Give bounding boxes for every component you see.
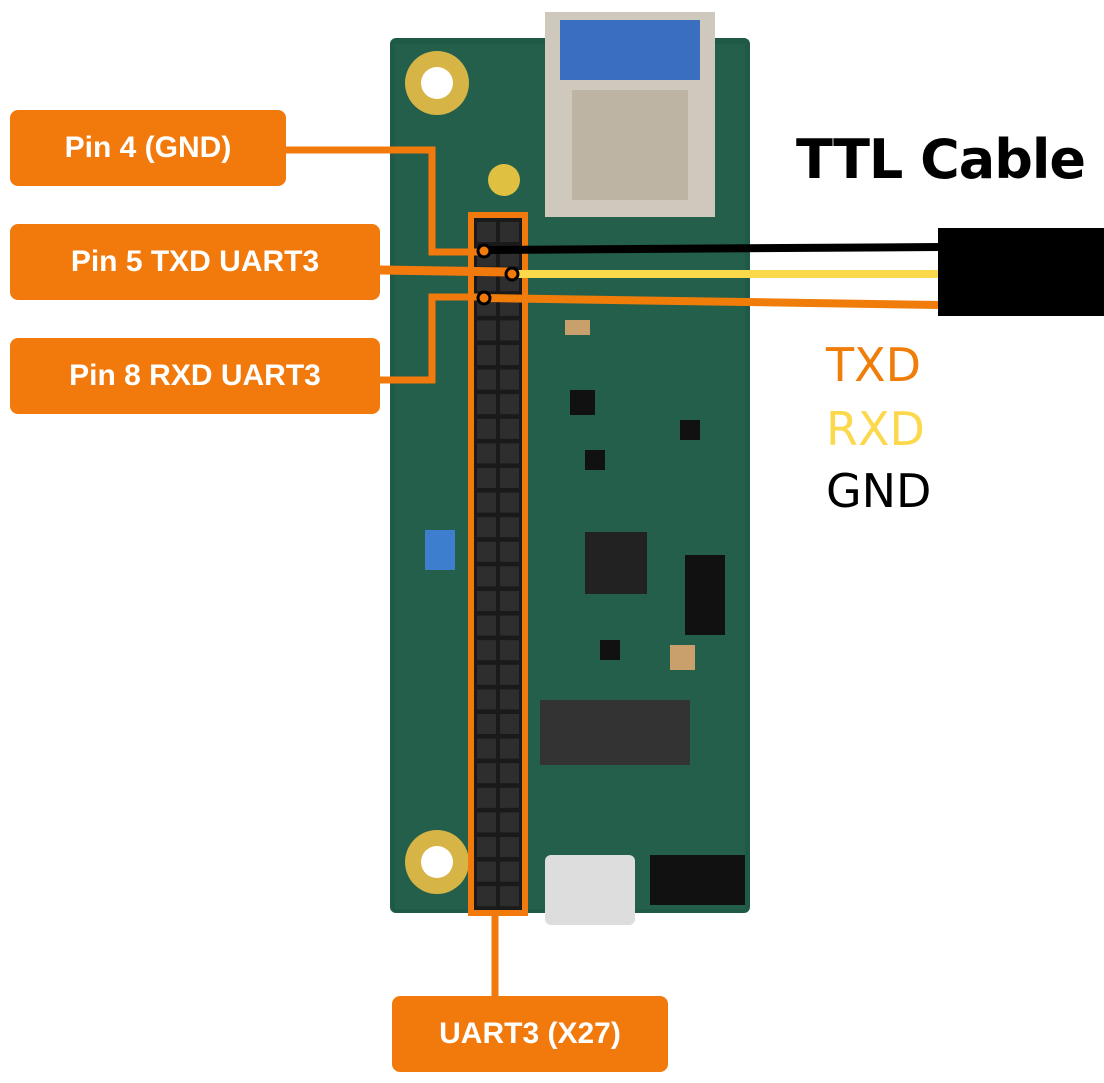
header-pin: [500, 468, 519, 488]
header-pin: [477, 541, 496, 562]
header-pin: [500, 689, 519, 710]
ttl-cable-connector: [938, 228, 1104, 316]
header-pin: [500, 664, 519, 685]
header-pin: [477, 566, 496, 587]
gnd-wire: [483, 243, 941, 254]
usb-a-port: [545, 12, 715, 217]
header-pin: [477, 517, 496, 538]
header-pin: [477, 418, 496, 439]
header-pin: [500, 714, 519, 734]
header-pin: [477, 640, 496, 661]
pin8-label: Pin 8 RXD UART3: [10, 338, 380, 414]
header-pin: [500, 812, 519, 833]
header-pin: [500, 369, 519, 390]
header-pin: [477, 861, 496, 882]
legend-rxd: RXD: [826, 402, 925, 456]
header-pin: [500, 566, 519, 587]
header-pin: [500, 886, 519, 907]
pin8-leader: [380, 293, 484, 384]
header-pin: [500, 492, 519, 513]
header-pin: [500, 787, 519, 808]
header-pin: [500, 517, 519, 538]
legend-txd: TXD: [826, 338, 922, 392]
header-pin: [477, 812, 496, 833]
header-pin: [477, 345, 496, 365]
header-pin: [477, 615, 496, 636]
pin8-dot: [476, 290, 492, 306]
header-pin: [500, 738, 519, 759]
header-pin: [477, 714, 496, 734]
header-pin: [500, 541, 519, 562]
pin-header-x27: [474, 218, 522, 910]
header-pin: [477, 468, 496, 488]
header-pin: [500, 394, 519, 415]
header-pin: [477, 591, 496, 611]
pin5-leader: [379, 265, 513, 277]
pin4-label: Pin 4 (GND): [10, 110, 286, 186]
header-pin: [500, 837, 519, 857]
header-pin: [500, 418, 519, 439]
txd-wire: [483, 294, 941, 309]
header-pin: [477, 738, 496, 759]
header-pin: [477, 369, 496, 390]
pin5-dot: [504, 266, 520, 282]
header-pin: [500, 443, 519, 464]
legend-gnd: GND: [826, 464, 932, 518]
header-pin: [477, 837, 496, 857]
header-pin: [477, 886, 496, 907]
header-pin: [477, 394, 496, 415]
pcb-board: [390, 12, 750, 925]
header-pin: [500, 345, 519, 365]
pin4-leader: [286, 146, 484, 256]
header-pin: [477, 492, 496, 513]
pin4-dot: [476, 243, 492, 259]
pin5-label: Pin 5 TXD UART3: [10, 224, 380, 300]
header-pin: [477, 787, 496, 808]
header-pin: [477, 689, 496, 710]
header-pin: [500, 763, 519, 784]
header-pin: [500, 320, 519, 341]
header-pin: [477, 320, 496, 341]
header-pin: [500, 615, 519, 636]
header-pin: [477, 271, 496, 292]
header-pin: [500, 591, 519, 611]
header-pin: [477, 443, 496, 464]
header-pin: [477, 222, 496, 242]
header-pin: [477, 763, 496, 784]
header-pin: [500, 861, 519, 882]
ttl-cable-title: TTL Cable: [796, 128, 1086, 191]
header-label: UART3 (X27): [392, 996, 668, 1072]
header-pin: [500, 222, 519, 242]
header-pin: [500, 640, 519, 661]
header-pin: [477, 664, 496, 685]
